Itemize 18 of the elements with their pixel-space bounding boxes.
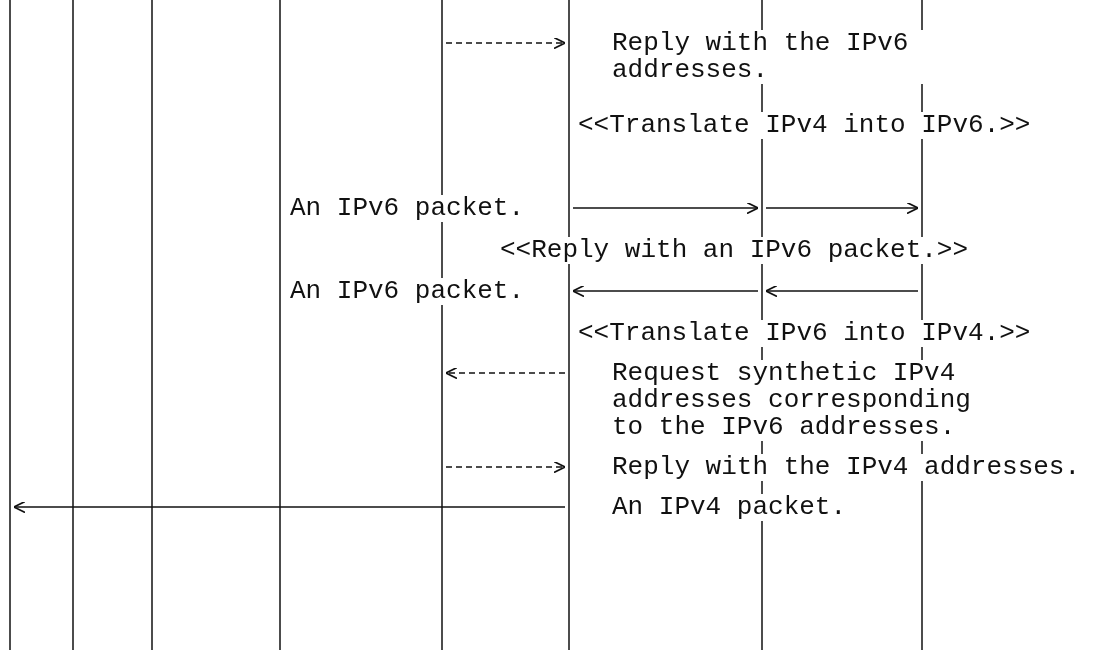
message-text: <<Reply with an IPv6 packet.>> (500, 237, 969, 264)
message-arrow (572, 201, 759, 215)
message-text: <<Translate IPv4 into IPv6.>> (578, 112, 1031, 139)
lifeline (279, 0, 281, 650)
message-arrow (445, 36, 566, 50)
message-text: <<Translate IPv6 into IPv4.>> (578, 320, 1031, 347)
message-arrow (445, 460, 566, 474)
lifeline (441, 0, 443, 650)
message-arrow (765, 201, 919, 215)
message-arrow (13, 500, 566, 514)
message-arrow (765, 284, 919, 298)
message-arrow (445, 366, 566, 380)
message-arrow (572, 284, 759, 298)
lifeline (72, 0, 74, 650)
lifeline (568, 0, 570, 650)
lifeline (9, 0, 11, 650)
lifeline (151, 0, 153, 650)
message-text: Reply with the IPv6 addresses. (612, 30, 925, 84)
